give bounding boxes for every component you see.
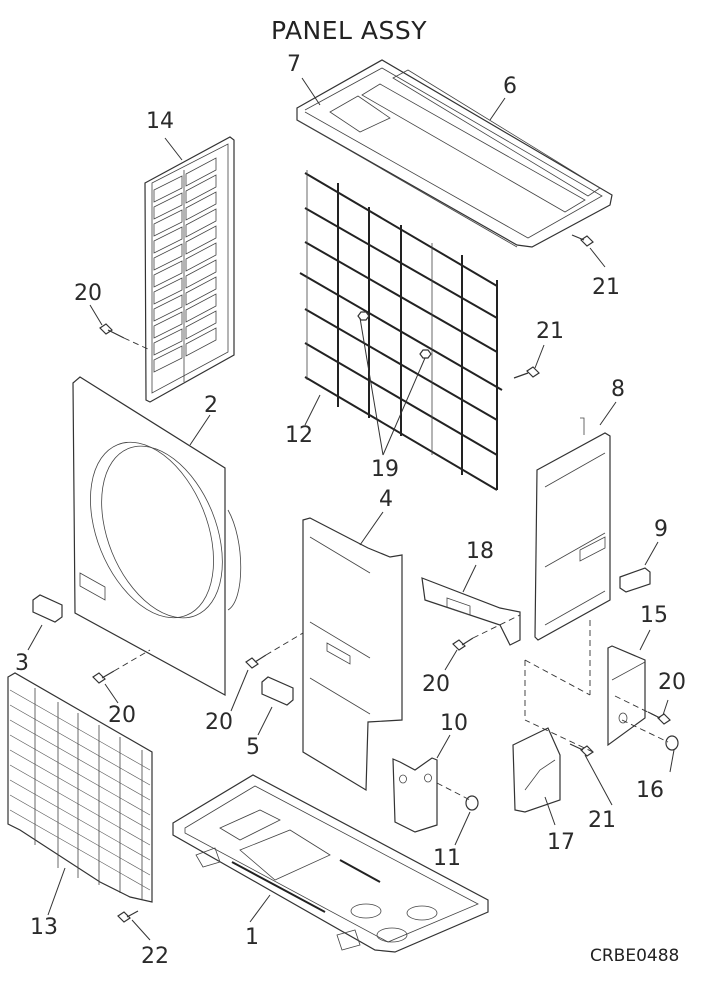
diagram-title: PANEL ASSY	[270, 16, 428, 45]
part-2-front-fan-panel	[72, 376, 242, 697]
part-10-corner-cover	[392, 757, 438, 833]
screw-21-top	[571, 234, 594, 247]
part-8-side-panel	[534, 417, 611, 641]
part-12-wire-guard	[299, 170, 503, 491]
callout-2: 2	[204, 393, 218, 418]
screw-21-mid	[513, 366, 540, 379]
part-3-handle	[32, 594, 63, 623]
callout-3: 3	[15, 651, 29, 676]
callout-20: 20	[422, 672, 450, 697]
callout-20: 20	[108, 703, 136, 728]
part-16-cap	[665, 735, 679, 751]
assembly-lines	[113, 337, 669, 801]
part-9-handle	[619, 567, 651, 593]
callout-8: 8	[611, 377, 625, 402]
callout-21: 21	[592, 275, 620, 300]
part-5-handle	[261, 676, 294, 706]
part-17-service-cover	[512, 727, 561, 813]
callout-19: 19	[371, 457, 399, 482]
callout-1: 1	[245, 925, 259, 950]
callout-12: 12	[285, 423, 313, 448]
callout-21: 21	[536, 319, 564, 344]
callout-22: 22	[141, 944, 169, 969]
callout-18: 18	[466, 539, 494, 564]
part-13-coil-guard	[7, 672, 153, 903]
screw-20-bracket	[452, 637, 474, 651]
callout-17: 17	[547, 830, 575, 855]
drawing-code: CRBE0488	[590, 946, 680, 966]
callout-7: 7	[287, 52, 301, 77]
part-14-louver-panel	[144, 136, 235, 403]
screw-20-center	[245, 654, 267, 669]
screw-20-upper-left	[99, 323, 125, 339]
screw-20-left	[92, 670, 115, 684]
callout-labels: 14 7 6 20 21 21 2 12 19 8 4 18 9 3 15 20…	[15, 52, 686, 969]
callout-13: 13	[30, 915, 58, 940]
callout-5: 5	[246, 735, 260, 760]
screw-22	[117, 910, 139, 923]
part-18-bracket	[421, 577, 521, 646]
leader-lines	[27, 77, 675, 941]
part-11-cap	[465, 795, 479, 811]
callout-9: 9	[654, 517, 668, 542]
part-4-middle-panel	[302, 517, 403, 792]
callout-15: 15	[640, 603, 668, 628]
callout-20: 20	[658, 670, 686, 695]
callout-10: 10	[440, 711, 468, 736]
part-15-small-panel	[607, 645, 646, 747]
part-6-top-panel	[296, 59, 613, 248]
callout-11: 11	[433, 846, 461, 871]
callout-16: 16	[636, 778, 664, 803]
callout-20: 20	[205, 710, 233, 735]
callout-14: 14	[146, 109, 174, 134]
callout-21: 21	[588, 808, 616, 833]
part-1-base-pan	[172, 774, 489, 953]
callout-6: 6	[503, 74, 517, 99]
callout-4: 4	[379, 487, 393, 512]
callout-20: 20	[74, 281, 102, 306]
